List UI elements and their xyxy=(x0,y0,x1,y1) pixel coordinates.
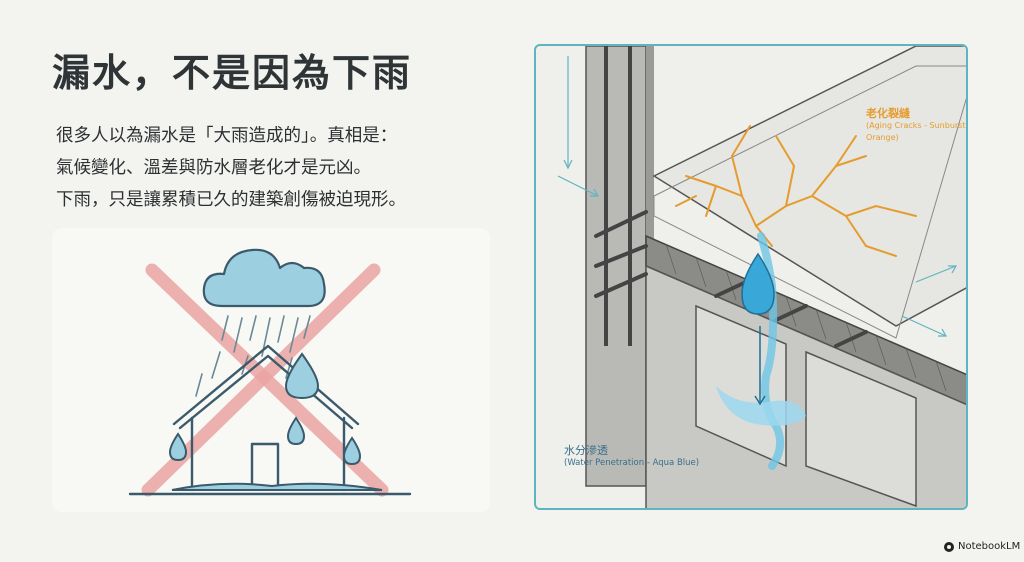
rebar-horizontal xyxy=(594,210,868,348)
rain-house-illustration xyxy=(52,228,490,512)
slab-front-mesh xyxy=(645,234,966,406)
ground-puddle xyxy=(128,482,412,496)
aging-cracks-callout: 老化裂縫 (Aging Cracks - Sunburst Orange) xyxy=(866,108,966,144)
body-line-2: 氣候變化、溫差與防水層老化才是元凶。 xyxy=(56,158,371,178)
guide-arrows xyxy=(557,56,958,337)
water-drop-icon xyxy=(168,352,362,466)
cross-section-svg xyxy=(557,46,966,508)
rain-cloud-icon xyxy=(202,248,326,308)
slab-top xyxy=(652,46,966,327)
body-line-1: 很多人以為漏水是「大雨造成的」。真相是： xyxy=(56,126,398,146)
brand-watermark: NotebookLM xyxy=(944,541,1020,552)
brand-label: NotebookLM xyxy=(958,541,1021,552)
body-line-3: 下雨，只是讓累積已久的建築創傷被迫現形。 xyxy=(56,190,406,210)
body-text: 很多人以為漏水是「大雨造成的」。真相是： 氣候變化、溫差與防水層老化才是元凶。 … xyxy=(56,120,486,216)
rain-streaks xyxy=(195,315,311,397)
aging-cracks xyxy=(675,125,917,257)
aging-cracks-sublabel-2: Orange) xyxy=(866,133,899,142)
void-chambers xyxy=(695,304,917,508)
notebooklm-logo-icon xyxy=(944,541,954,552)
water-penetration-sublabel: (Water Penetration - Aqua Blue) xyxy=(564,458,700,468)
cross-section-panel: 老化裂縫 (Aging Cracks - Sunburst Orange) 水分… xyxy=(534,44,968,510)
page-title: 漏水，不是因為下雨 xyxy=(52,51,413,95)
aging-cracks-label: 老化裂縫 xyxy=(866,107,910,120)
rebar-vertical xyxy=(604,46,632,346)
water-penetration-callout: 水分滲透 (Water Penetration - Aqua Blue) xyxy=(564,444,699,470)
aging-cracks-sublabel-1: (Aging Cracks - Sunburst xyxy=(866,121,966,130)
water-penetration-label: 水分滲透 xyxy=(564,444,608,457)
water-seepage xyxy=(716,232,806,470)
rain-house-svg xyxy=(128,248,412,497)
